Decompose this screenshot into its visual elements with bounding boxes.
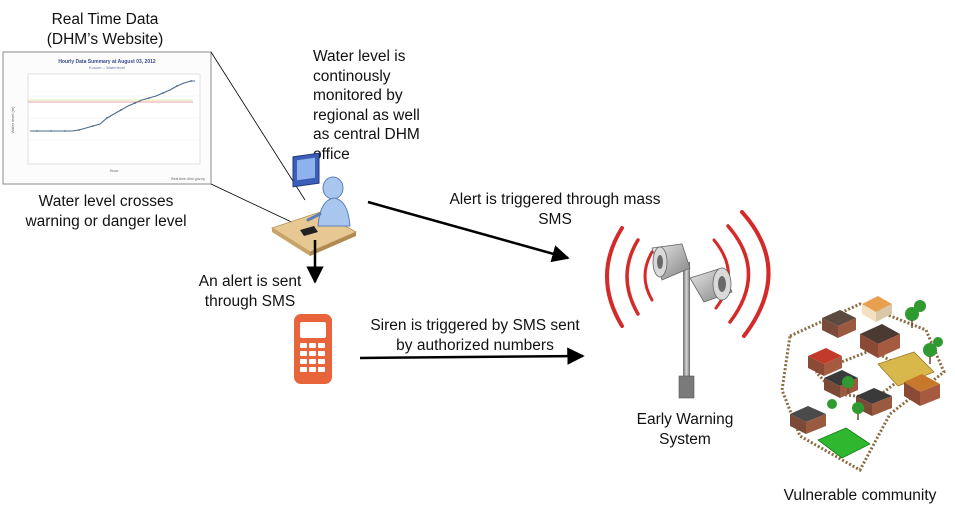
thumb-points [36, 80, 192, 132]
alert-line2: through SMS [204, 292, 296, 310]
arrow-siren-trigger [359, 347, 585, 365]
monitor-line: office [313, 145, 350, 163]
siren-line1: Siren is triggered by SMS sent [370, 317, 580, 334]
realtime-line1: Real Time Data [51, 11, 159, 28]
mass-sms-line2: SMS [538, 210, 572, 228]
house-icon [790, 406, 826, 434]
monitor-line: continously [313, 67, 391, 85]
realtime-line2: (DHM’s Website) [46, 30, 164, 48]
crosses-text: Water level crosses warning or danger le… [6, 192, 206, 231]
ews-line1: Early Warning [636, 411, 734, 428]
house-icon [904, 374, 940, 406]
mobile-phone-icon [294, 314, 332, 384]
crosses-line2: warning or danger level [25, 212, 187, 230]
alert-sms-text: An alert is sent through SMS [175, 272, 325, 311]
thumb-footer: Real-time.dhm.gov.np [171, 177, 205, 181]
house-icon [856, 388, 892, 416]
tree-icon [827, 300, 943, 414]
siren-text: Siren is triggered by SMS sent by author… [355, 316, 595, 355]
thumb-ylabel: Water level (m) [10, 106, 15, 134]
siren-waves [605, 210, 771, 338]
monitor-line: regional as well [313, 106, 420, 124]
alert-line1: An alert is sent [198, 273, 302, 290]
realtime-title: Real Time Data (DHM’s Website) [20, 10, 190, 49]
mass-sms-text: Alert is triggered through mass SMS [425, 190, 685, 229]
monitor-line: monitored by [313, 87, 403, 104]
ews-label: Early Warning System [620, 410, 750, 449]
thumb-xlabel: Hour [110, 168, 119, 173]
thumb-grid [28, 95, 200, 141]
monitor-text: Water level is continously monitored by … [313, 47, 463, 164]
operator-at-desk-icon [271, 152, 357, 256]
thumb-series [30, 80, 195, 132]
house-icon [822, 310, 856, 338]
zoom-line-bottom [210, 183, 301, 227]
arrow-mass-sms [367, 200, 570, 263]
mass-sms-line1: Alert is triggered through mass [449, 191, 661, 208]
tree-trunks [847, 320, 931, 420]
monitor-line: as central DHM [313, 126, 420, 143]
house-icon [860, 324, 900, 358]
house-icon [808, 348, 842, 376]
village-icon [780, 296, 946, 473]
community-label: Vulnerable community [783, 487, 937, 504]
thumb-subtitle: Kusum -- Waterlevel [89, 65, 125, 70]
siren-tower-icon [651, 243, 733, 399]
chart-thumbnail: Hourly Data Summary at August 03, 2012 K… [2, 51, 212, 185]
thumb-title: Hourly Data Summary at August 03, 2012 [58, 59, 156, 65]
zoom-line-top [210, 51, 306, 201]
crosses-line1: Water level crosses [38, 193, 174, 210]
siren-line2: by authorized numbers [396, 336, 554, 354]
ews-line2: System [659, 430, 711, 448]
house-icon [862, 296, 892, 322]
monitor-line: Water level is [313, 48, 406, 65]
